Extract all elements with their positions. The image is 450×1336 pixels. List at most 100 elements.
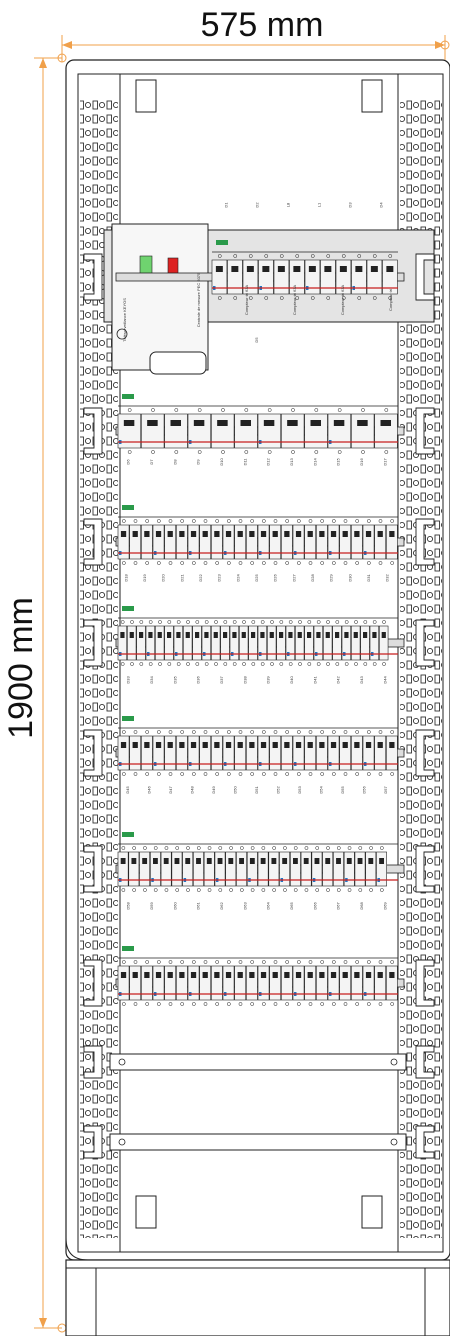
device-label: D35 [172, 676, 177, 684]
breaker-module [257, 960, 270, 1006]
device-label: D25 [254, 574, 259, 582]
device-label: D46 [146, 786, 151, 794]
breaker-module [257, 730, 270, 776]
breaker-module [304, 620, 314, 666]
equipment-label: Compteur tri 63A [244, 285, 249, 316]
terminal-block [122, 832, 134, 837]
breaker-module [246, 519, 258, 565]
breaker-module [187, 960, 200, 1006]
breaker-module [374, 730, 387, 776]
breaker-module [145, 620, 156, 666]
breaker-module [281, 960, 293, 1006]
breaker-module [182, 846, 194, 892]
device-label: D8 [172, 459, 177, 465]
breaker-module [360, 620, 370, 666]
device-label: D54 [319, 786, 324, 794]
breaker-module [222, 519, 235, 565]
terminal-block [122, 716, 134, 721]
breaker-module [300, 846, 312, 892]
breaker-module [211, 620, 221, 666]
terminal-block [216, 240, 228, 245]
breaker-module [374, 519, 387, 565]
breaker-module [257, 620, 268, 666]
device-label: D60 [172, 902, 177, 910]
breaker-module [222, 730, 235, 776]
breaker-module [374, 960, 387, 1006]
breaker-module [239, 620, 249, 666]
breaker-module [152, 730, 165, 776]
device-label: D33 [126, 676, 131, 684]
breaker-module [117, 408, 142, 454]
breaker-module [316, 960, 328, 1006]
equipment-label: Compteur tri [388, 289, 393, 311]
breaker-module [234, 960, 247, 1006]
device-label: D61 [196, 902, 201, 910]
device-label: D22 [198, 574, 203, 582]
breaker-module [155, 620, 165, 666]
breaker-module [227, 254, 243, 300]
breaker-module [141, 408, 165, 454]
breaker-module [339, 730, 352, 776]
breaker-module [382, 254, 398, 300]
breaker-module [267, 620, 277, 666]
breaker-module [351, 519, 363, 565]
breaker-module [279, 846, 291, 892]
breaker-module [365, 846, 377, 892]
breaker-module [176, 519, 188, 565]
breaker-module [246, 730, 258, 776]
breaker-module [323, 620, 333, 666]
breaker-module [292, 519, 305, 565]
breaker-module [164, 960, 177, 1006]
breaker-module [214, 846, 226, 892]
breaker-module [339, 960, 352, 1006]
breaker-module [322, 846, 334, 892]
breaker-module [211, 254, 228, 300]
breaker-module [234, 408, 258, 454]
breaker-module [257, 519, 270, 565]
breaker-module [141, 730, 153, 776]
device-label: D57 [383, 786, 388, 794]
breaker-module [164, 620, 174, 666]
breaker-module [183, 620, 193, 666]
device-label: D17 [382, 458, 387, 466]
device-label: D13 [289, 458, 294, 466]
breaker-module [343, 846, 355, 892]
breaker-module [386, 960, 398, 1006]
device-label: D50 [232, 786, 237, 794]
device-label: D47 [168, 786, 173, 794]
breaker-module [289, 254, 305, 300]
breaker-module [141, 519, 153, 565]
breaker-module [199, 519, 212, 565]
terminal-block [122, 946, 134, 951]
terminal-block [122, 505, 134, 510]
breaker-module [292, 730, 305, 776]
breaker-module [246, 846, 258, 892]
device-label: D6 [126, 459, 131, 465]
breaker-module [129, 730, 142, 776]
device-label: D69 [382, 902, 387, 910]
breaker-module [362, 519, 375, 565]
breaker-module [246, 960, 258, 1006]
breaker-module [351, 408, 375, 454]
breaker-module [351, 254, 367, 300]
device-label: D15 [336, 458, 341, 466]
device-label: D21 [179, 574, 184, 582]
breaker-module [257, 846, 269, 892]
terminal-block [122, 394, 134, 399]
breaker-module [139, 846, 151, 892]
breaker-module [281, 730, 293, 776]
breaker-module [258, 254, 274, 300]
breaker-module [117, 519, 130, 565]
breaker-module [211, 960, 223, 1006]
breaker-module [176, 730, 188, 776]
main-breaker [111, 223, 209, 371]
device-label: D32 [385, 574, 390, 582]
device-label: D31 [366, 574, 371, 582]
device-label: D52 [276, 786, 281, 794]
breaker-module [192, 620, 202, 666]
breaker-module [335, 254, 352, 300]
breaker-module [176, 960, 188, 1006]
breaker-module [351, 730, 363, 776]
